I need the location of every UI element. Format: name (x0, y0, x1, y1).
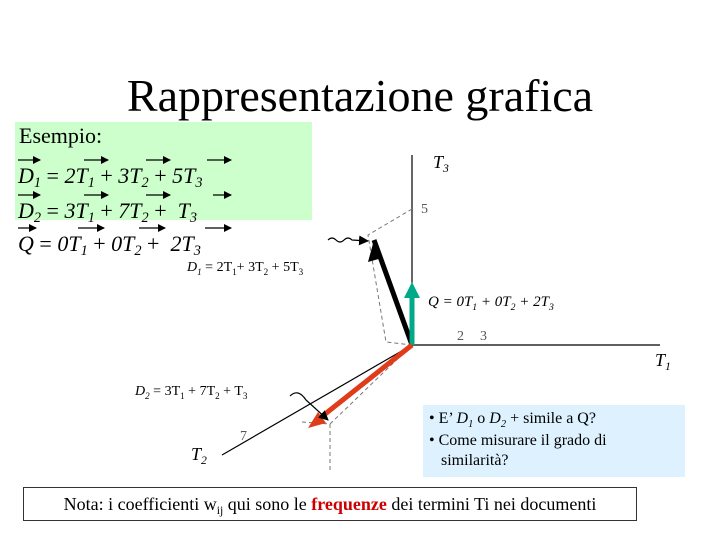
tick-t2-7: 7 (240, 429, 247, 444)
axis-label-t2: T2 (191, 444, 207, 467)
example-box: Esempio: (15, 122, 312, 220)
note-box: Nota: i coefficienti wij qui sono le fre… (23, 487, 637, 521)
d1-callout (327, 235, 369, 246)
d2-vector (313, 343, 414, 424)
equation-q: Q = 0T1 + 0T2 + 2T3 (18, 231, 201, 259)
page-title: Rappresentazione grafica (126, 70, 594, 121)
example-heading: Esempio: (19, 123, 103, 148)
projection-lines (301, 208, 413, 470)
questions-box: • E’ D1 o D2 + simile a Q? • Come misura… (423, 405, 685, 477)
d2-callout (289, 392, 329, 421)
tick-t3-5: 5 (421, 202, 428, 217)
q-vector-label: Q = 0T1 + 0T2 + 2T3 (428, 294, 554, 313)
equation-d1: D1 = 2T1 + 3T2 + 5T3 (18, 163, 203, 191)
note-highlight: frequenze (311, 494, 387, 514)
axis-label-t1: T1 (655, 350, 671, 373)
question-1: • E’ D1 o D2 + simile a Q? (429, 410, 596, 430)
axis-t2 (221, 344, 413, 456)
axis-label-t3: T3 (433, 152, 449, 175)
question-2: • Come misurare il grado di (429, 432, 607, 449)
equation-vector-arrows (18, 156, 232, 232)
tick-t1-2: 2 (457, 329, 464, 344)
d2-vector-label: D2 = 3T1 + 7T2 + T3 (135, 384, 248, 401)
tick-t1-3: 3 (480, 329, 487, 344)
d1-vector-label: D1 = 2T1+ 3T2 + 5T3 (187, 260, 304, 277)
question-2-continued: similarità? (441, 452, 509, 469)
equation-d2: D2 = 3T1 + 7T2 + T3 (18, 198, 198, 226)
